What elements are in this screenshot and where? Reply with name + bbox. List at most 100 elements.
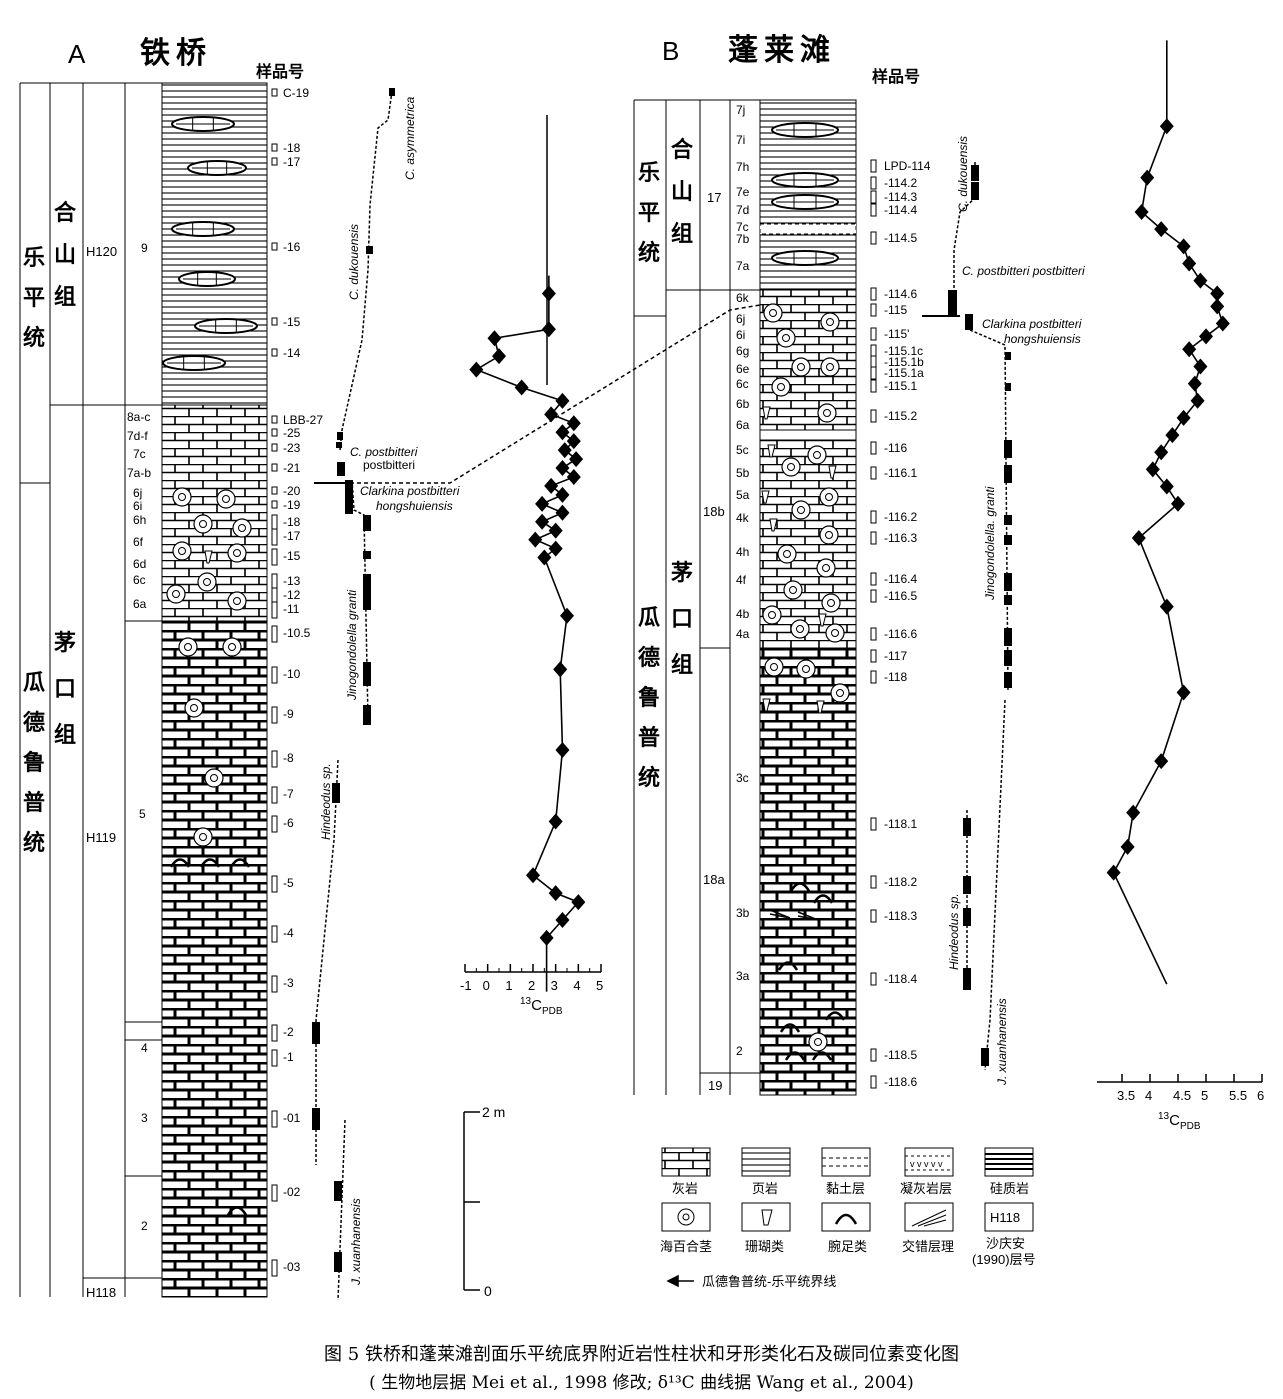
sample-marker	[271, 815, 278, 833]
sample-marker	[870, 176, 877, 190]
sample-marker	[271, 925, 278, 943]
legend-boundary-label: 瓜德鲁普统-乐平统界线	[702, 1274, 836, 1289]
crinoid-icon-center	[826, 318, 834, 326]
taxon-c-postbitteri-a: C. postbitteri	[350, 445, 418, 459]
legend-bed-number-label-1: 沙庆安	[986, 1236, 1025, 1251]
sample-label: -17	[283, 529, 301, 543]
crinoid-icon	[771, 377, 791, 397]
brachiopod-icon	[789, 882, 811, 892]
unit-label: 7c	[736, 220, 749, 234]
carbon-b-point	[1199, 328, 1213, 345]
carbon-b-point	[1210, 285, 1225, 302]
unit-label: 6e	[736, 362, 750, 376]
crinoid-icon	[764, 657, 784, 677]
unit-label: 2	[736, 1044, 743, 1058]
legend-clay-label: 黏土层	[826, 1181, 865, 1196]
sample-marker	[271, 428, 278, 437]
taxon-hindeodus-b: Hindeodus sp.	[947, 893, 961, 970]
unit-label: 3a	[736, 969, 750, 983]
carbon-a-point	[555, 460, 570, 477]
crinoid-icon	[222, 637, 242, 657]
sample-label: -03	[283, 1260, 301, 1274]
panel-a-frame	[19, 82, 163, 1297]
carbon-b-point	[1134, 204, 1149, 220]
crinoid-icon	[790, 619, 810, 639]
brachiopod-icon	[229, 858, 251, 868]
sample-marker	[271, 975, 278, 993]
carbon-a-point	[553, 661, 568, 678]
legend-tuff-swatch: v v v v v	[904, 1147, 954, 1177]
sample-marker	[870, 909, 877, 923]
brachiopod-icon	[169, 858, 191, 868]
carbon-b-point	[1154, 221, 1169, 238]
sample-label: -118.2	[884, 875, 917, 889]
coral-icon	[204, 550, 213, 564]
sample-marker	[271, 1049, 278, 1067]
sample-marker	[870, 510, 877, 524]
sample-label: -5	[283, 876, 294, 890]
crinoid-icon	[762, 605, 782, 625]
unit-label: 5c	[736, 443, 749, 457]
carbon-a-point	[555, 424, 570, 441]
sample-label: -4	[283, 926, 294, 940]
sample-marker	[870, 972, 877, 986]
coral-icon	[816, 700, 825, 714]
carbon-a-point	[569, 451, 584, 468]
legend-chert-swatch	[984, 1147, 1034, 1177]
sample-marker	[271, 548, 278, 566]
crinoid-icon-center	[827, 599, 835, 607]
carbon-b-point	[1131, 530, 1146, 547]
panel-b-lithology	[759, 99, 857, 1096]
unit-label: 7h	[736, 160, 749, 174]
coral-icon	[769, 518, 778, 532]
carbon-b-point	[1182, 255, 1197, 272]
sample-label: -114.5	[884, 231, 917, 245]
carbon-a-point	[535, 495, 550, 512]
chert-lens-lines	[176, 223, 230, 235]
formation-heshan-a: 合山组	[54, 200, 77, 309]
sample-marker	[271, 317, 278, 326]
sample-label: -25	[283, 426, 301, 440]
sample-label: -114.3	[884, 190, 917, 204]
bed-h120: H120	[86, 244, 117, 259]
sample-label: -118	[884, 670, 907, 684]
panel-a-carbon-curve	[469, 275, 586, 992]
chert-lens-lines	[776, 174, 834, 186]
legend-coral-swatch	[741, 1202, 791, 1232]
sample-label: -3	[283, 976, 294, 990]
sample-label: -15	[283, 549, 301, 563]
axis-tick-label: 3	[551, 978, 558, 993]
unit-label: 6d	[133, 557, 146, 571]
crinoid-icon	[776, 328, 796, 348]
sample-label: -118.1	[884, 817, 917, 831]
sample-label: -115.1	[884, 379, 917, 393]
sample-marker	[870, 231, 877, 245]
carbon-b-point	[1120, 838, 1135, 855]
crinoid-icon-center	[782, 334, 790, 342]
sample-label: -115.2	[884, 409, 917, 423]
carbon-a-point	[541, 321, 556, 338]
panel-a-axis-label: 13CPDB	[520, 996, 563, 1017]
crinoid-icon	[184, 698, 204, 718]
unit-label: 6i	[736, 328, 745, 342]
coral-icon	[828, 465, 837, 479]
unit-label: 3b	[736, 906, 750, 920]
crinoid-icon-center	[777, 383, 785, 391]
crinoid-icon-center	[823, 409, 831, 417]
chert-lens-lines	[776, 124, 834, 136]
boundary-correlation-line	[350, 304, 761, 484]
crinoid-icon	[216, 489, 236, 509]
unit-label: 6f	[133, 535, 144, 549]
series-lopingian-a: 乐平统	[23, 245, 45, 350]
crinoid-icon-center	[233, 597, 241, 605]
brachiopod-icon	[777, 961, 799, 971]
sample-label: -10.5	[283, 626, 311, 640]
series-lopingian-b: 乐平统	[638, 160, 660, 265]
crinoid-icon-center	[814, 1038, 822, 1046]
crinoid-icon-center	[238, 524, 246, 532]
sample-label: -115'	[884, 327, 909, 341]
axis-tick-label: 1	[505, 978, 512, 993]
sample-marker	[271, 157, 278, 166]
panel-b-lenses	[771, 122, 839, 266]
